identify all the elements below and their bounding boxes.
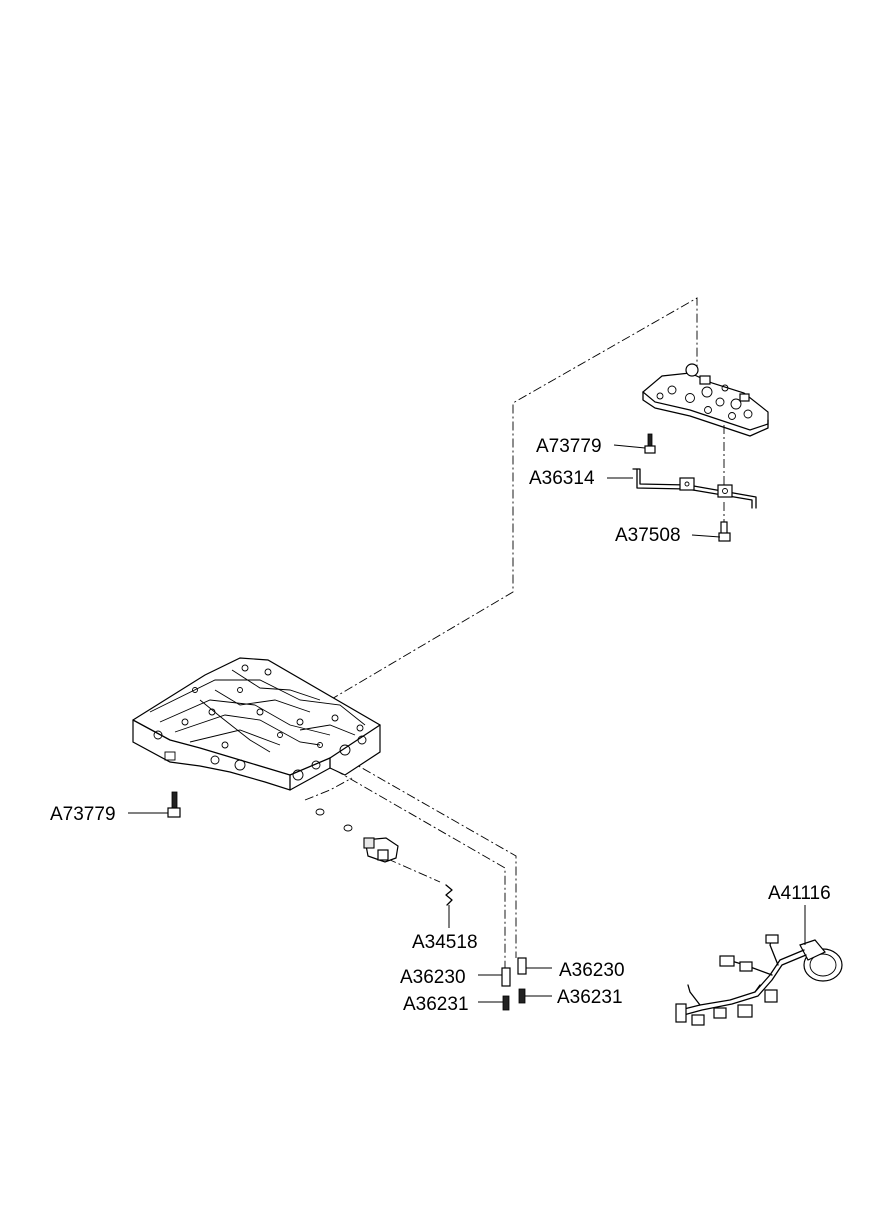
label-strainer: A34518: [412, 932, 478, 953]
bolt-lower: [167, 791, 181, 818]
main-valve-body: [132, 657, 381, 791]
label-bolt-bracket: A37508: [615, 525, 681, 546]
wire-harness: [675, 934, 843, 1026]
alignment-lines: [304, 297, 725, 968]
pins-springs: [501, 957, 527, 1011]
leader-lines: [128, 444, 806, 1003]
label-bolt-upper: A73779: [536, 436, 602, 457]
label-pin-left: A36230: [400, 967, 466, 988]
label-harness: A41116: [768, 883, 831, 904]
upper-valve-plate: [642, 363, 769, 437]
bolt-bracket: [718, 521, 731, 542]
solenoid-valve: [363, 837, 399, 863]
label-spring-right: A36231: [557, 987, 623, 1008]
bracket-part: [632, 468, 757, 509]
label-spring-left: A36231: [403, 994, 469, 1015]
label-pin-right: A36230: [559, 960, 625, 981]
label-bracket: A36314: [529, 468, 595, 489]
label-bolt-lower: A73779: [50, 804, 116, 825]
strainer-part: [445, 884, 453, 928]
o-rings: [315, 808, 353, 832]
bolt-upper: [644, 433, 656, 454]
